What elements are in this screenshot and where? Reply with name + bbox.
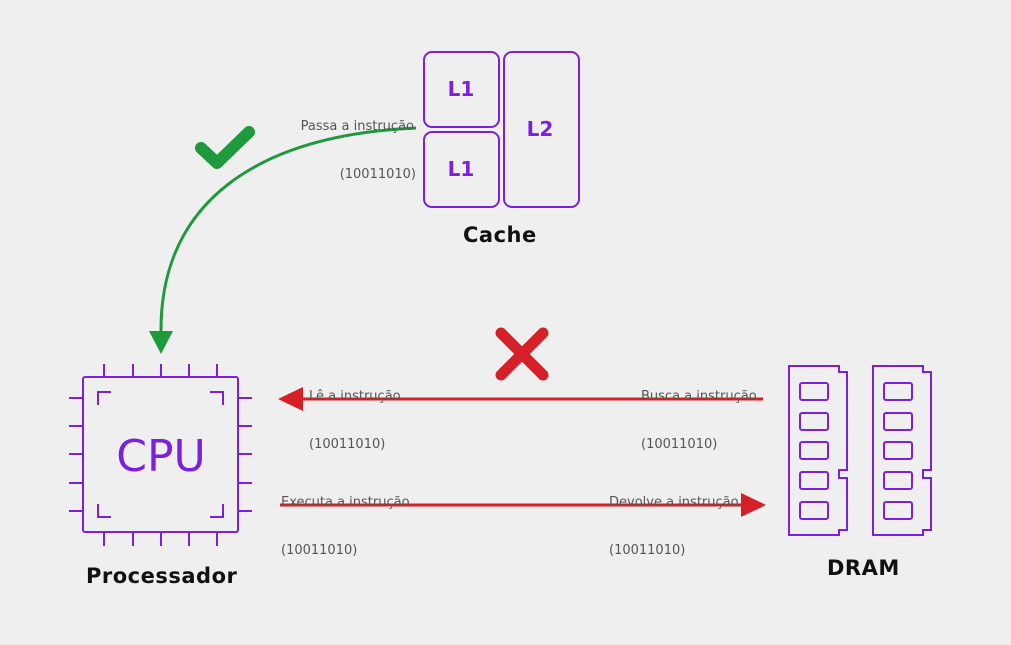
cache-l1-block-top xyxy=(423,51,500,128)
cross-icon xyxy=(495,327,549,381)
execute-label-line2: (10011010) xyxy=(281,543,358,558)
fetch-label-line1: Busca a instrução xyxy=(641,389,757,404)
cpu-title: Processador xyxy=(86,564,238,588)
fetch-label-line2: (10011010) xyxy=(641,437,718,452)
dram-module xyxy=(872,365,932,536)
execute-label-line1: Executa a instrução xyxy=(281,495,410,510)
cpu-chip-label: CPU xyxy=(116,431,205,482)
cache-title: Cache xyxy=(463,223,537,247)
dram-chip xyxy=(799,382,829,401)
cache-to-cpu-arrow xyxy=(149,126,417,354)
check-icon xyxy=(195,126,255,169)
cache-l1-block-bottom xyxy=(423,131,500,208)
cache-group: L1 L1 L2 xyxy=(423,51,580,208)
dram-chip xyxy=(883,471,913,490)
read-label-line1: Lê a instrução xyxy=(309,389,401,404)
dram-chip xyxy=(799,441,829,460)
cache-l1-label-bottom: L1 xyxy=(448,157,475,181)
return-label: Devolve a instrução (10011010) xyxy=(609,463,739,575)
cache-l2-label: L2 xyxy=(527,117,554,141)
read-label-line2: (10011010) xyxy=(309,437,386,452)
dram-to-cpu-arrow xyxy=(278,387,763,411)
return-label-line2: (10011010) xyxy=(609,543,686,558)
execute-label: Executa a instrução (10011010) xyxy=(281,463,410,575)
dram-module-icons xyxy=(788,365,932,536)
dram-chip xyxy=(883,382,913,401)
cache-pass-label-line2: (10011010) xyxy=(339,167,416,182)
dram-chip xyxy=(883,501,913,520)
dram-title: DRAM xyxy=(827,556,900,580)
read-label: Lê a instrução (10011010) xyxy=(309,357,401,469)
cache-l2-block xyxy=(503,51,580,208)
return-label-line1: Devolve a instrução xyxy=(609,495,739,510)
dram-chip xyxy=(799,412,829,431)
dram-chip xyxy=(883,441,913,460)
cache-l1-label-top: L1 xyxy=(448,77,475,101)
dram-chip xyxy=(799,471,829,490)
cache-pass-label: Passa a instrução (10011010) xyxy=(296,87,416,199)
cpu-to-dram-arrow xyxy=(280,493,766,517)
cpu-chip-icon xyxy=(69,364,252,546)
fetch-label: Busca a instrução (10011010) xyxy=(641,357,757,469)
dram-chip xyxy=(883,412,913,431)
dram-module xyxy=(788,365,848,536)
cache-pass-label-line1: Passa a instrução xyxy=(300,119,414,134)
dram-chip xyxy=(799,501,829,520)
